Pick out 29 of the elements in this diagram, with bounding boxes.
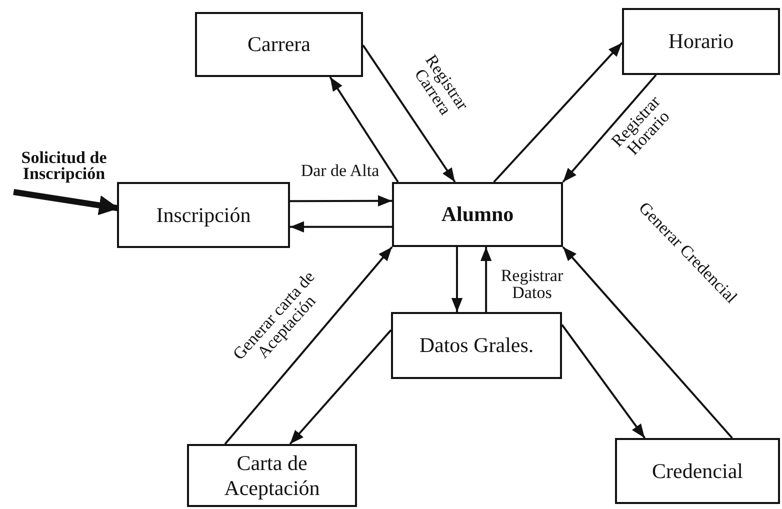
- arrow: [561, 324, 646, 439]
- box-label: Datos Grales.: [419, 333, 534, 358]
- process-box: [187, 444, 357, 507]
- box-label: Inscripción: [156, 202, 251, 228]
- arrow: [290, 221, 392, 232]
- edge-label: Dar de Alta: [300, 162, 380, 179]
- arrow: [362, 44, 456, 183]
- process-box: [391, 312, 562, 379]
- arrow: [224, 246, 393, 445]
- process-box: [117, 182, 290, 248]
- arrow: [493, 42, 623, 183]
- box-label: Carrera: [248, 32, 310, 57]
- box-label: Horario: [668, 29, 734, 54]
- box-label: Carta de Aceptación: [223, 451, 321, 500]
- arrow: [480, 247, 492, 312]
- arrow: [289, 329, 392, 445]
- box-label: Alumno: [441, 202, 514, 227]
- arrow: [562, 74, 657, 183]
- edge-label: Registrar Datos: [500, 267, 564, 301]
- arrow: [451, 247, 463, 312]
- flow-label: Solicitud de Inscripción: [20, 150, 108, 182]
- arrow: [329, 76, 399, 183]
- process-box: [195, 12, 363, 77]
- arrow: [290, 195, 392, 206]
- process-box: [622, 8, 780, 75]
- process-box: [615, 438, 780, 504]
- box-label: Credencial: [652, 458, 743, 484]
- process-box: [392, 182, 563, 247]
- arrow: [562, 246, 733, 439]
